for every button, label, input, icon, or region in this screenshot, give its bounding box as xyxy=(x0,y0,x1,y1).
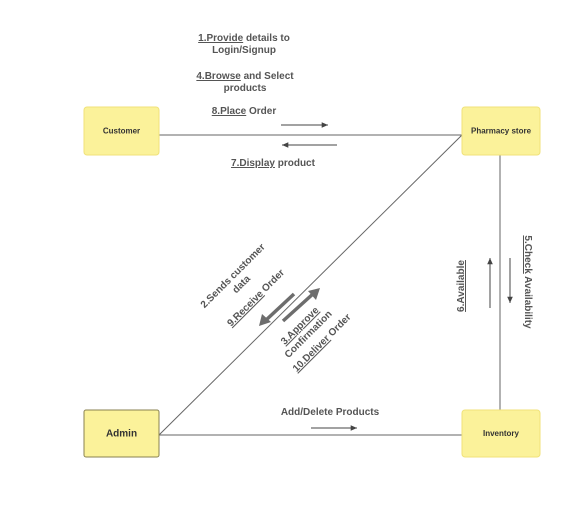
msg-5-group: 5.Check Availability xyxy=(522,235,533,329)
node-inventory-label: Inventory xyxy=(483,429,520,438)
node-pharmacy[interactable]: Pharmacy store xyxy=(461,106,541,156)
node-admin-label: Admin xyxy=(106,429,137,440)
node-customer-label: Customer xyxy=(103,127,140,136)
node-pharmacy-label: Pharmacy store xyxy=(471,127,532,136)
msg-6: 6.Available xyxy=(456,260,467,312)
node-inventory[interactable]: Inventory xyxy=(461,409,541,458)
msg-1-line2: Login/Signup xyxy=(212,45,276,56)
arrow-receive-order xyxy=(263,292,296,323)
arrow-receive-order-head xyxy=(259,314,271,326)
node-customer-box xyxy=(83,106,160,156)
node-pharmacy-box xyxy=(461,106,541,156)
connectors xyxy=(158,134,501,436)
node-customer[interactable]: Customer xyxy=(83,106,160,156)
msg-8: 8.Place Order xyxy=(212,106,277,117)
msg-add-delete: Add/Delete Products xyxy=(281,407,380,418)
msg-2-group: 2.Sends customer data xyxy=(199,242,268,311)
bold-arrows xyxy=(259,288,320,326)
node-admin-box xyxy=(83,409,160,458)
msg-4-line2: products xyxy=(224,83,267,94)
msg-5: 5.Check Availability xyxy=(522,235,533,329)
msg-4-line1: 4.Browse and Select xyxy=(196,71,294,82)
msg-6-group: 6.Available xyxy=(456,260,467,312)
arrow-approve xyxy=(281,291,316,323)
msg-7: 7.Display product xyxy=(231,158,316,169)
msg-3-group: 3.Approve Confirmation xyxy=(279,305,335,361)
arrow-approve-head xyxy=(308,288,320,300)
node-admin[interactable]: Admin xyxy=(83,409,160,458)
message-arrows xyxy=(281,122,513,431)
msg-1-line1: 1.Provide details to xyxy=(198,33,290,44)
node-inventory-box xyxy=(461,409,541,458)
link-admin-pharmacy xyxy=(158,134,463,436)
